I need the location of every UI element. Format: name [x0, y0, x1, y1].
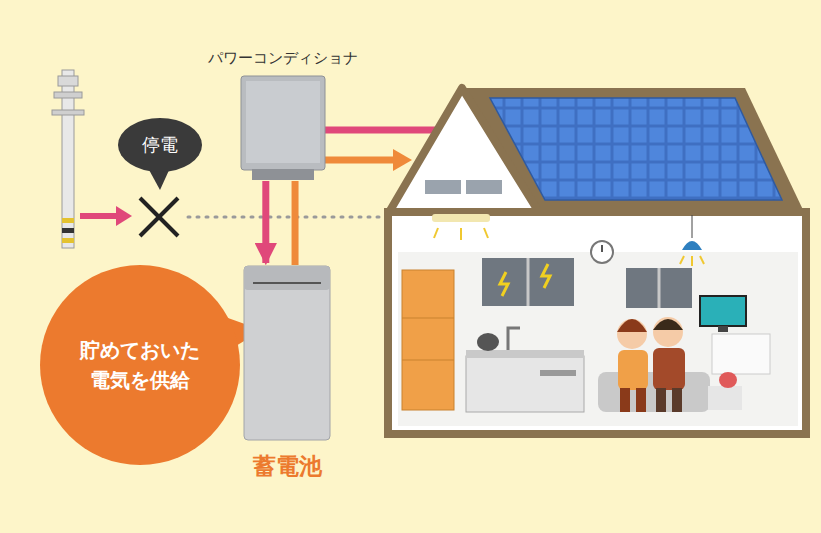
- house: [388, 212, 806, 434]
- outage-bubble: 停電: [118, 118, 202, 172]
- charge-arrow: [262, 181, 269, 263]
- house: [490, 98, 782, 200]
- house: [402, 360, 454, 361]
- house: [620, 388, 630, 412]
- house: [402, 270, 454, 410]
- supply-arrow: [325, 149, 412, 171]
- house: [700, 256, 704, 264]
- house: [425, 180, 461, 194]
- grid-arrow: [116, 206, 132, 226]
- battery-body: [244, 266, 330, 440]
- house: [617, 319, 647, 332]
- house: [653, 348, 685, 390]
- house: [434, 228, 438, 238]
- battery-top: [244, 266, 330, 290]
- house: [691, 256, 693, 266]
- house: [682, 241, 702, 250]
- house: [466, 180, 502, 194]
- node-heading: 蓄電池: [253, 451, 322, 482]
- return-line: [292, 181, 299, 265]
- house: [508, 328, 520, 350]
- utility-pole: [58, 76, 78, 86]
- house: [680, 256, 704, 266]
- house: [542, 264, 550, 288]
- house: [653, 317, 683, 347]
- house: [527, 258, 530, 306]
- conditioner-panel: [246, 81, 320, 163]
- utility-pole: [62, 228, 74, 233]
- house: [466, 356, 584, 412]
- power-conditioner-shape: [240, 75, 326, 181]
- node-heading: パワーコンディショナ: [208, 49, 358, 68]
- bubble-text: 停電: [142, 133, 178, 157]
- house: [692, 215, 693, 238]
- house: [708, 386, 742, 410]
- house: [636, 388, 646, 412]
- house: [466, 350, 584, 358]
- cut-line: [188, 216, 388, 219]
- cut-mark: [140, 198, 178, 236]
- house: [626, 268, 692, 308]
- cut-mark: [140, 198, 178, 236]
- supply-bubble: 貯めておいた電気を供給: [40, 265, 240, 465]
- house: [653, 319, 683, 330]
- utility-pole: [62, 218, 74, 223]
- house: [658, 268, 661, 308]
- house: [398, 252, 798, 426]
- house: [484, 228, 488, 238]
- house: [718, 326, 728, 332]
- bubble-text: 貯めておいた電気を供給: [76, 335, 204, 395]
- utility-pole: [52, 110, 84, 115]
- battery-slot: [253, 282, 321, 284]
- house: [680, 256, 684, 264]
- house: [432, 214, 490, 222]
- utility-pole: [52, 70, 84, 248]
- house: [700, 296, 746, 326]
- house: [540, 370, 576, 376]
- house: [618, 350, 648, 390]
- house: [500, 272, 508, 296]
- utility-pole: [54, 92, 82, 98]
- house: [477, 333, 499, 351]
- supply-arrow: [393, 149, 412, 171]
- power-conditioner: パワーコンディショナ: [240, 75, 326, 181]
- battery-shape: [243, 265, 331, 441]
- conditioner-base: [252, 169, 314, 180]
- house: [482, 258, 574, 306]
- house: [601, 245, 603, 252]
- house: [672, 388, 682, 412]
- house: [434, 228, 488, 240]
- house: [402, 318, 454, 319]
- house: [388, 88, 540, 214]
- utility-pole: [62, 238, 74, 243]
- conditioner-body: [241, 76, 325, 170]
- house: [460, 228, 462, 240]
- grid-arrow: [80, 206, 132, 226]
- supply-arrow: [325, 157, 395, 164]
- house: [591, 241, 613, 263]
- cut-mark: [140, 198, 178, 236]
- house: [617, 319, 647, 349]
- house: [388, 88, 806, 434]
- battery: 蓄電池: [243, 265, 331, 441]
- house: [719, 372, 737, 388]
- grid-arrow: [80, 213, 118, 219]
- house: [656, 388, 666, 412]
- house: [712, 334, 770, 374]
